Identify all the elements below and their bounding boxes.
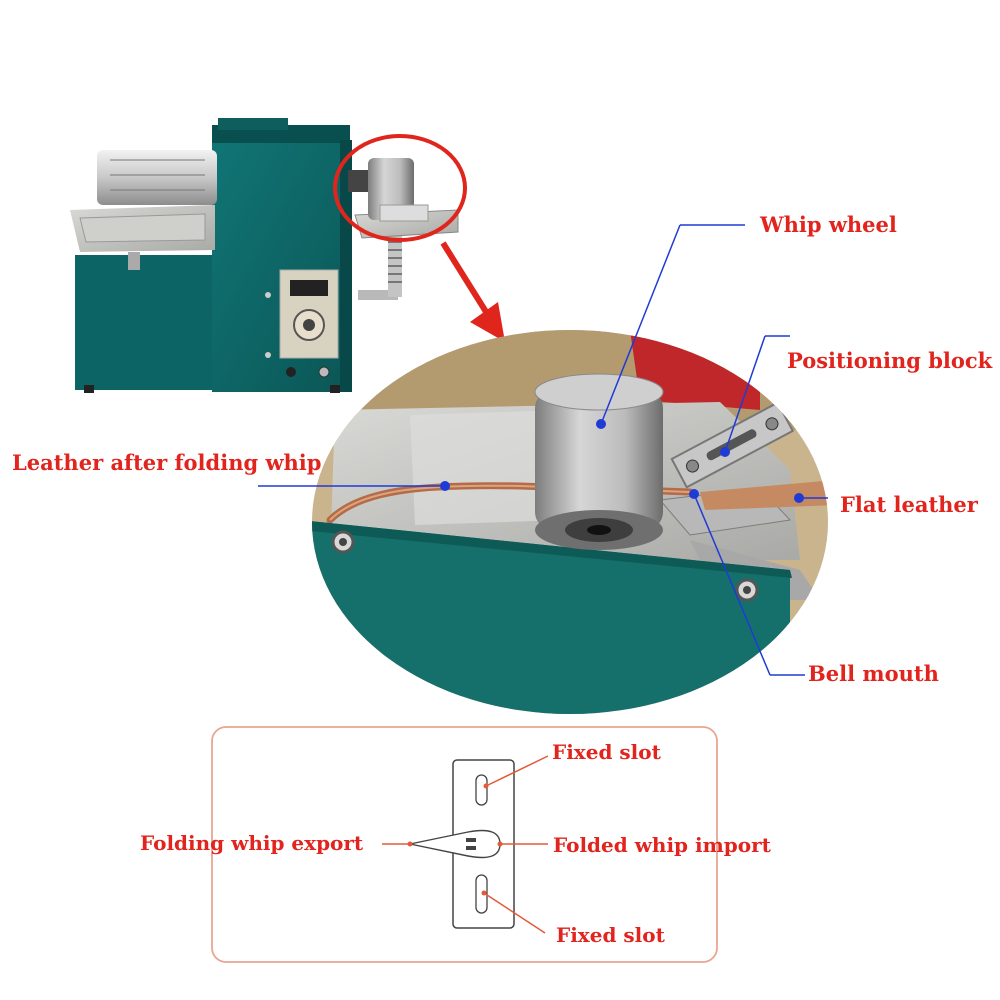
schematic-panel [211,726,718,963]
leader-dots [440,419,804,503]
fixed-slot-bottom-shape [475,874,488,914]
label-positioning-block: Positioning block [787,348,993,373]
label-bell-mouth: Bell mouth [808,661,939,686]
machine-photo [70,118,505,393]
label-fixed-slot-bottom: Fixed slot [556,923,665,947]
label-leather-after-folding-whip: Leather after folding whip [12,450,322,475]
label-fixed-slot-top: Fixed slot [552,740,661,764]
red-arrow-icon [470,302,505,342]
leader-lines [258,224,828,676]
zoomed-detail-photo [312,330,828,714]
label-folding-whip-export: Folding whip export [140,831,364,855]
fixed-slot-top-shape [475,774,488,806]
highlight-circle-icon [333,134,467,242]
label-whip-wheel: Whip wheel [760,212,897,237]
label-flat-leather: Flat leather [840,492,978,517]
label-folded-whip-import: Folded whip import [553,833,771,857]
